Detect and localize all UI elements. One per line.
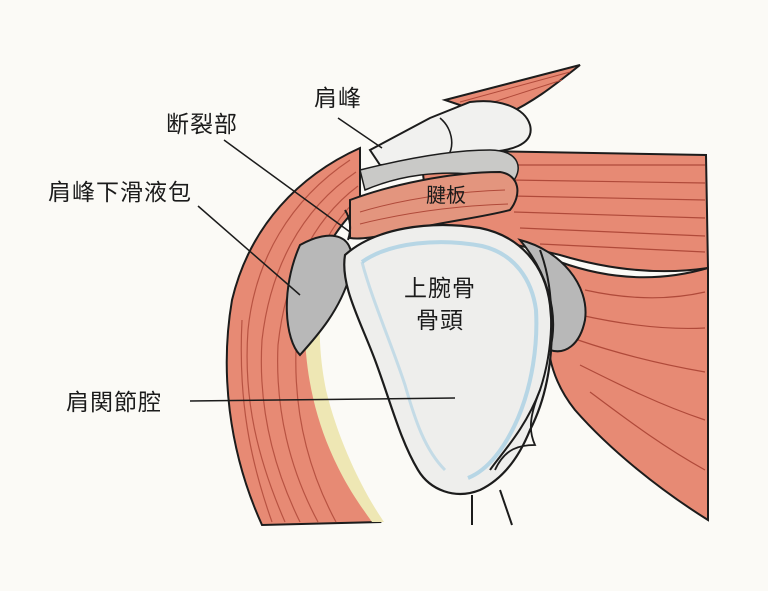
label-subacromial-bursa: 肩峰下滑液包 [48,180,192,206]
label-humeral-head-line1: 上腕骨 [404,276,476,302]
humeral-head [343,223,553,495]
label-joint-cavity: 肩関節腔 [66,390,162,416]
tear-gap [344,209,352,241]
label-tear: 断裂部 [166,112,238,138]
subscapular-fibers [577,289,706,471]
glenoid-line [489,249,553,471]
label-humeral-head-line2: 骨頭 [416,308,464,334]
bursa-layer [359,149,519,192]
joint-capsule [285,234,353,357]
label-acromion: 肩峰 [314,86,362,112]
label-tendon-plate: 腱板 [426,183,466,207]
leader-lines [189,117,456,402]
humerus-neck [471,489,513,526]
supraspinatus-fibers [505,164,706,253]
